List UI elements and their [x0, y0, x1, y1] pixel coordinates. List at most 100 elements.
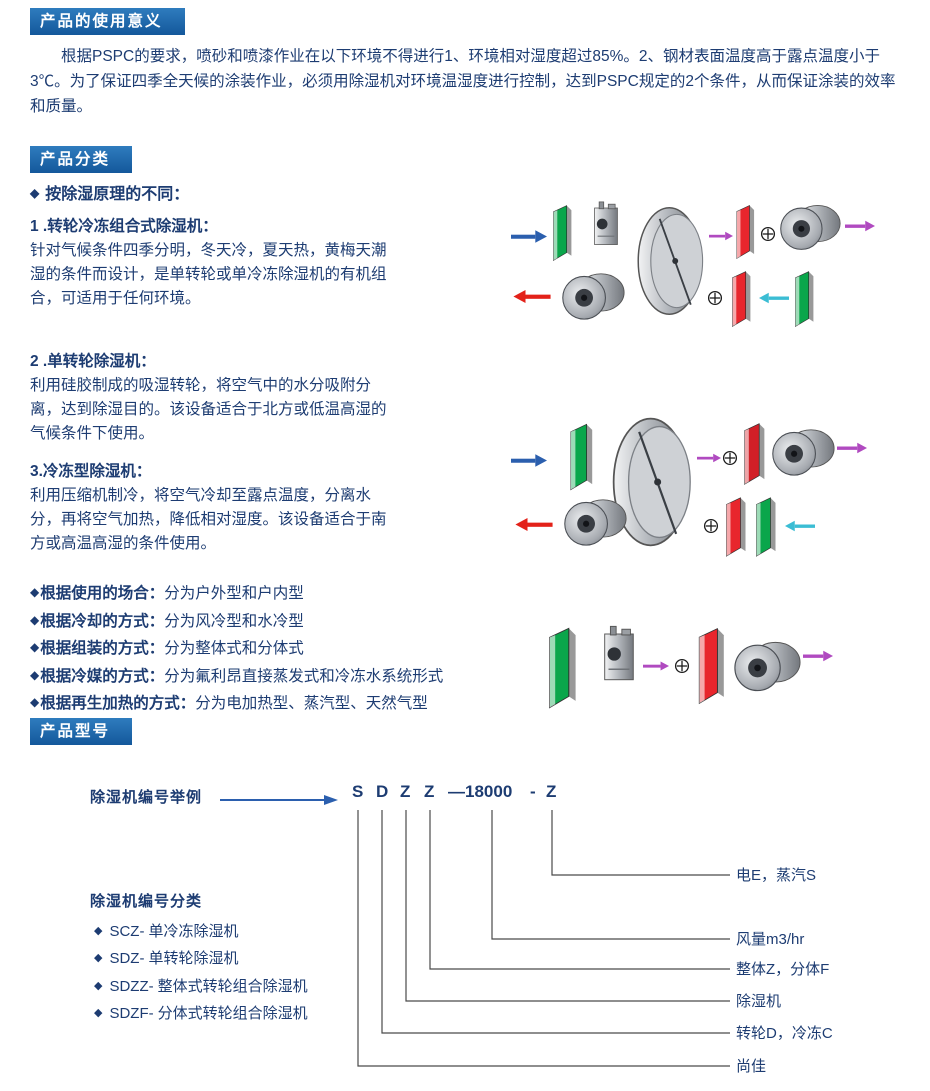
type-section-freezing: 3.冷冻型除湿机： 利用压缩机制冷，将空气冷却至露点温度，分离水分，再将空气加热… [30, 460, 398, 556]
criteria-item: ◆根据再生加热的方式：分为电加热型、蒸汽型、天然气型 [30, 689, 443, 717]
criteria-item: ◆根据组装的方式：分为整体式和分体式 [30, 634, 443, 662]
inlet-air-arrow-icon [511, 230, 547, 243]
criteria-value: 分为户外型和户内型 [164, 585, 304, 602]
legend-item-sdz: ◆ SDZ-单转轮除湿机 [94, 947, 238, 968]
compressor-unit [603, 625, 635, 681]
diagram-combo-dehumidifier [511, 201, 875, 327]
legend-desc: 单转轮除湿机 [148, 950, 239, 967]
process-air-arrow-icon [709, 231, 733, 241]
plus-valve-icon [674, 658, 690, 674]
outlet-air-arrow-icon [803, 650, 833, 662]
legend-code: SDZ- [109, 950, 145, 967]
code-label-heating: 电E，蒸汽S [736, 867, 817, 884]
heater-unit [593, 201, 619, 246]
type-title: 3.冷冻型除湿机： [30, 463, 152, 480]
section-title-usage: 产品的使用意义 [30, 8, 185, 35]
diamond-bullet-icon: ◆ [94, 952, 103, 964]
diamond-bullet-icon: ◆ [94, 1007, 103, 1019]
code-label-brand: 尚佳 [736, 1058, 767, 1075]
diamond-bullet-icon: ◆ [30, 585, 40, 599]
connector-line-z-last [551, 810, 730, 876]
type-body: 利用硅胶制成的吸湿转轮，将空气中的水分吸附分离，达到除湿目的。该设备适合于北方或… [30, 377, 387, 442]
code-label-assembly: 整体Z，分体F [736, 961, 830, 978]
criteria-item: ◆根据冷却的方式：分为风冷型和水冷型 [30, 607, 443, 635]
outlet-air-arrow-icon [845, 220, 875, 232]
type-title: 1 .转轮冷冻组合式除湿机： [30, 218, 218, 235]
criteria-label: 根据冷媒的方式： [40, 667, 165, 685]
regen-filter-panel-green [794, 271, 814, 327]
code-label-principle: 转轮D，冷冻C [736, 1025, 833, 1042]
code-label-dehumidifier: 除湿机 [736, 993, 782, 1010]
regen-fan [562, 273, 625, 320]
type-section-combo: 1 .转轮冷冻组合式除湿机： 针对气候条件四季分明，冬天冷，夏天热，黄梅天潮湿的… [30, 215, 398, 311]
connector-line-s [357, 810, 730, 1067]
code-char-z4: Z [424, 782, 435, 801]
connector-line-z3 [405, 810, 730, 1002]
criteria-value: 分为风冷型和水冷型 [164, 612, 304, 630]
filter-panel-green [552, 205, 572, 261]
legend-code: SDZZ- [109, 978, 154, 995]
diagram-freezing-dehumidifier [548, 625, 833, 709]
plus-valve-icon [722, 450, 738, 466]
plus-valve-icon [707, 290, 723, 306]
principle-heading: ◆按除湿原理的不同： [30, 180, 189, 204]
inlet-air-arrow-icon [511, 454, 547, 467]
criteria-label: 根据组装的方式： [40, 640, 165, 658]
heater-panel-red [698, 628, 725, 704]
model-example-label: 除湿机编号举例 [90, 789, 203, 806]
code-dash: - [530, 782, 536, 801]
code-char-z3: Z [400, 782, 411, 801]
regen-in-arrow-icon [759, 292, 789, 304]
diagram-single-wheel-dehumidifier [511, 417, 867, 557]
section-title-model: 产品型号 [30, 718, 133, 745]
type-section-single-wheel: 2 .单转轮除湿机： 利用硅胶制成的吸湿转轮，将空气中的水分吸附分离，达到除湿目… [30, 350, 398, 446]
legend-item-sdzf: ◆SDZF-分体式转轮组合除湿机 [94, 1002, 308, 1023]
diamond-bullet-icon: ◆ [94, 980, 103, 992]
rotary-wheel [637, 206, 704, 316]
regen-out-arrow-icon [515, 518, 553, 531]
criteria-label: 根据再生加热的方式： [40, 695, 196, 713]
section-title-classification: 产品分类 [30, 146, 133, 173]
example-arrow-head-icon [324, 795, 338, 805]
regen-heater-panel-red [725, 497, 746, 557]
heater-panel-red [744, 423, 765, 485]
code-char-s: S [352, 782, 364, 801]
plus-valve-icon [703, 518, 719, 534]
criteria-value: 分为电加热型、蒸汽型、天然气型 [195, 695, 428, 713]
process-air-arrow-icon [697, 453, 721, 463]
principle-heading-text: 按除湿原理的不同： [45, 186, 190, 203]
criteria-value: 分为整体式和分体式 [164, 640, 304, 658]
type-body: 针对气候条件四季分明，冬天冷，夏天热，黄梅天潮湿的条件而设计，是单转轮或单冷冻除… [30, 242, 387, 307]
legend-item-sdzz: ◆ SDZZ-整体式转轮组合除湿机 [94, 975, 308, 996]
regen-out-arrow-icon [513, 290, 551, 303]
criteria-value: 分为氟利昂直接蒸发式和冷冻水系统形式 [164, 667, 444, 685]
connector-line-d [381, 810, 730, 1034]
legend-code: SDZF- [109, 1005, 154, 1022]
regen-fan [564, 499, 627, 546]
code-airflow: —18000 [448, 782, 513, 801]
criteria-label: 根据使用的场合： [40, 585, 165, 602]
usage-paragraph: 根据PSPC的要求，喷砂和喷漆作业在以下环境不得进行1、环境相对湿度超过85%。… [30, 48, 896, 115]
diamond-bullet-icon: ◆ [30, 695, 40, 710]
legend-item-scz: ◆SCZ-单冷冻除湿机 [94, 920, 238, 941]
supply-fan [772, 429, 835, 476]
type-body: 利用压缩机制冷，将空气冷却至露点温度，分离水分，再将空气加热，降低相对湿度。该设… [30, 487, 387, 552]
diamond-bullet-icon: ◆ [30, 667, 40, 682]
criteria-list: ◆根据使用的场合：分为户外型和户内型 ◆根据冷却的方式：分为风冷型和水冷型 ◆根… [30, 579, 443, 717]
criteria-item: ◆根据冷媒的方式：分为氟利昂直接蒸发式和冷冻水系统形式 [30, 662, 443, 690]
supply-fan [734, 641, 801, 692]
heater-panel-red [736, 205, 755, 259]
supply-fan [780, 204, 841, 250]
criteria-item: ◆根据使用的场合：分为户外型和户内型 [30, 579, 443, 607]
rotary-wheel [612, 417, 692, 547]
regen-heater-panel-red [731, 271, 751, 327]
legend-desc: 整体式转轮组合除湿机 [157, 978, 308, 995]
diamond-bullet-icon: ◆ [94, 925, 103, 937]
connector-line-z4 [429, 810, 730, 970]
legend-desc: 单冷冻除湿机 [148, 923, 239, 940]
regen-in-arrow-icon [785, 520, 815, 532]
connector-line-airflow [491, 810, 730, 940]
filter-panel-green [570, 423, 593, 491]
type-title: 2 .单转轮除湿机： [30, 353, 156, 370]
